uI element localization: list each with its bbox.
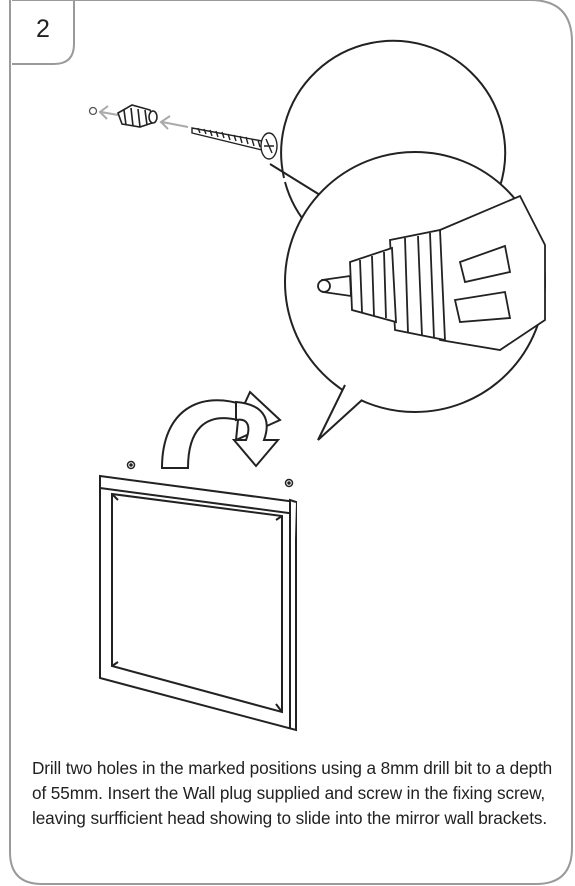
step-tab bbox=[12, 0, 75, 65]
screw-head-left-icon bbox=[126, 460, 136, 470]
screw-head-right-icon bbox=[284, 478, 294, 488]
instruction-text: Drill two holes in the marked positions … bbox=[32, 758, 553, 828]
wall-plug-icon bbox=[117, 104, 158, 128]
mirror-frame-icon bbox=[99, 474, 297, 732]
arrow-screw-to-plug-icon bbox=[159, 115, 189, 130]
arrow-plug-to-hole-icon bbox=[98, 105, 119, 120]
step-number: 2 bbox=[36, 15, 50, 43]
bubble-connector bbox=[269, 163, 321, 196]
wall-hole-icon bbox=[88, 106, 98, 116]
curved-arrow-head-icon bbox=[231, 400, 281, 468]
fixing-screw-icon bbox=[191, 127, 278, 160]
power-drill-icon bbox=[317, 194, 546, 351]
